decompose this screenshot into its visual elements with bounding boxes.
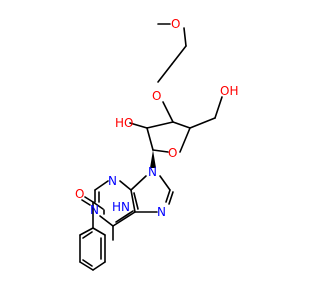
bond-c8-n7 xyxy=(165,189,171,203)
bond-n9-c4a xyxy=(130,175,147,191)
bond-c5a-c4a xyxy=(130,189,136,213)
atom-n7: N xyxy=(157,205,166,219)
bond-n9-c8 xyxy=(159,175,171,191)
bond-c6-c5a-double xyxy=(115,210,134,223)
bond-c2-oh xyxy=(129,122,148,129)
bond-c5a-c4a-double xyxy=(133,192,139,210)
bond-ar3 xyxy=(92,261,106,271)
atom-o-methoxy: O xyxy=(171,17,180,31)
wedge-c1-n9 xyxy=(150,150,156,168)
bond-n3-c2 xyxy=(94,180,109,191)
bond-c1-oring xyxy=(152,149,169,153)
bond-ar4 xyxy=(79,261,94,271)
bond-c-o xyxy=(84,196,94,203)
atom-o-ring: O xyxy=(168,146,177,160)
structure-svg: O O O HO OH N N N N HN O xyxy=(75,17,238,271)
atom-oh-primary: OH xyxy=(220,84,238,98)
bond-ch2-o xyxy=(157,63,173,83)
bond-o-ch2 xyxy=(183,27,187,47)
atom-oh-ribose: HO xyxy=(115,116,133,130)
bond-c3-c2 xyxy=(146,121,174,129)
bond-c-o-double xyxy=(81,199,91,206)
atom-n9: N xyxy=(148,165,157,179)
bond-oring-c4 xyxy=(179,127,191,153)
bond-ar6-double xyxy=(82,231,93,239)
bond-ar4-double xyxy=(82,259,93,267)
atom-o-carbonyl: O xyxy=(75,187,84,201)
bond-n1-c6 xyxy=(99,215,114,227)
bond-ar1 xyxy=(92,227,106,236)
bond-amide-c xyxy=(92,201,104,210)
molecule-diagram: O O O HO OH N N N N HN O xyxy=(75,17,238,271)
bond-c5-oh xyxy=(214,96,223,119)
bond-ch2-ch2 xyxy=(171,45,187,65)
bond-c4-c5 xyxy=(189,117,216,129)
bond-ar6 xyxy=(79,227,94,236)
atom-n3: N xyxy=(108,174,117,188)
bond-c4a-n3 xyxy=(119,180,132,191)
atom-nh-amide: HN xyxy=(112,200,130,214)
bond-c8-n7-double xyxy=(168,191,174,205)
bond-c2-c1 xyxy=(146,127,154,151)
bond-c3-o xyxy=(162,101,174,123)
atom-o-ether: O xyxy=(152,89,161,103)
atom-n1: N xyxy=(90,203,99,217)
bond-c6-c5a xyxy=(112,211,136,227)
bond-c4-c3 xyxy=(172,121,191,129)
